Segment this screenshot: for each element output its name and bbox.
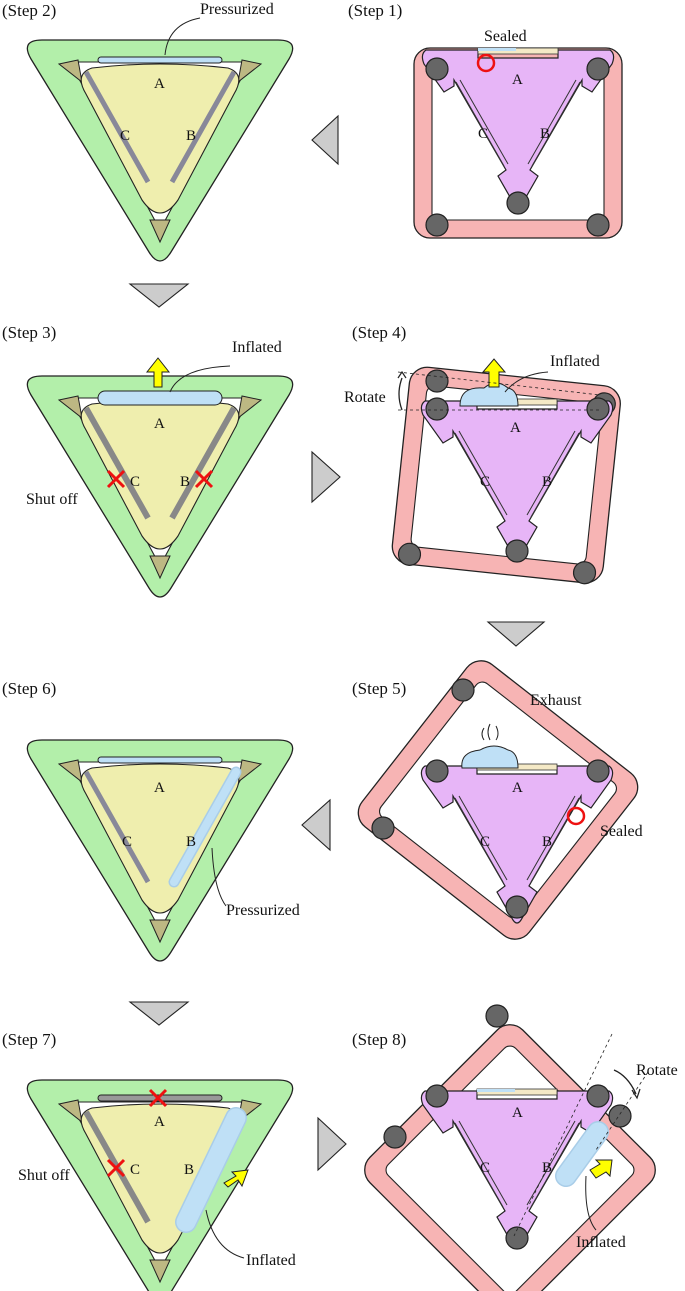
step-8-panel: Rotate Inflated A C B xyxy=(364,1004,678,1291)
step-4-panel: Inflated Rotate A C B xyxy=(344,353,621,586)
arrow-left-5-to-6 xyxy=(301,798,331,852)
inflated-label: Inflated xyxy=(550,353,600,370)
step-1-label: (Step 1) xyxy=(348,1,402,20)
arrow-right-3-to-4 xyxy=(311,450,341,504)
exhaust-label: Exhaust xyxy=(530,692,582,709)
side-a-label: A xyxy=(154,416,165,432)
step-5-label: (Step 5) xyxy=(352,679,406,698)
step-8-label: (Step 8) xyxy=(352,1030,406,1049)
side-a-label: A xyxy=(512,1105,523,1121)
step-6-panel: A C B Pressurized xyxy=(26,739,300,962)
side-c-label: C xyxy=(480,834,490,850)
side-a-label: A xyxy=(154,780,165,796)
side-c-label: C xyxy=(120,128,130,144)
step-7-panel: A C B Inflated Shut off xyxy=(18,1079,296,1291)
sealed-label: Sealed xyxy=(600,823,643,840)
side-c-label: C xyxy=(480,1160,490,1176)
pressurized-label: Pressurized xyxy=(226,902,300,919)
shut-off-label: Shut off xyxy=(26,491,78,508)
arrow-down-2-to-3 xyxy=(128,283,190,308)
arrow-left-1-to-2 xyxy=(311,114,339,166)
side-c-label: C xyxy=(130,1162,140,1178)
step-1-panel: Sealed A C B xyxy=(413,28,623,239)
side-a-label: A xyxy=(154,1114,165,1130)
side-a-label: A xyxy=(154,76,165,92)
inflated-label: Inflated xyxy=(576,1234,626,1251)
side-c-label: C xyxy=(478,126,488,142)
step-3-panel: A C B Inflated Shut off xyxy=(26,339,294,598)
side-b-label: B xyxy=(542,1160,552,1176)
step-4-label: (Step 4) xyxy=(352,323,406,342)
sealed-label: Sealed xyxy=(484,28,527,45)
inflated-label: Inflated xyxy=(246,1252,296,1269)
side-b-label: B xyxy=(186,834,196,850)
step-7-label: (Step 7) xyxy=(2,1030,56,1049)
side-b-label: B xyxy=(542,834,552,850)
rotate-label: Rotate xyxy=(344,389,386,406)
side-b-label: B xyxy=(540,126,550,142)
step-6-label: (Step 6) xyxy=(2,679,56,698)
step-2-label: (Step 2) xyxy=(2,1,56,20)
rotate-label: Rotate xyxy=(636,1062,678,1079)
side-c-label: C xyxy=(130,474,140,490)
side-c-label: C xyxy=(480,474,490,490)
side-a-label: A xyxy=(512,72,523,88)
arrow-down-4-to-5 xyxy=(486,621,546,647)
side-b-label: B xyxy=(180,474,190,490)
side-b-label: B xyxy=(542,474,552,490)
step-3-label: (Step 3) xyxy=(2,323,56,342)
side-c-label: C xyxy=(122,834,132,850)
step-2-panel: A C B Pressurized xyxy=(26,1,294,262)
step-5-panel: Exhaust Sealed A C B xyxy=(357,660,643,940)
shut-off-label: Shut off xyxy=(18,1167,70,1184)
arrow-right-7-to-8 xyxy=(317,1116,347,1172)
inflated-label: Inflated xyxy=(232,339,282,356)
pressurized-label: Pressurized xyxy=(200,1,274,18)
arrow-down-6-to-7 xyxy=(128,1001,190,1026)
side-b-label: B xyxy=(184,1162,194,1178)
side-a-label: A xyxy=(510,420,521,436)
side-a-label: A xyxy=(512,780,523,796)
side-b-label: B xyxy=(186,128,196,144)
